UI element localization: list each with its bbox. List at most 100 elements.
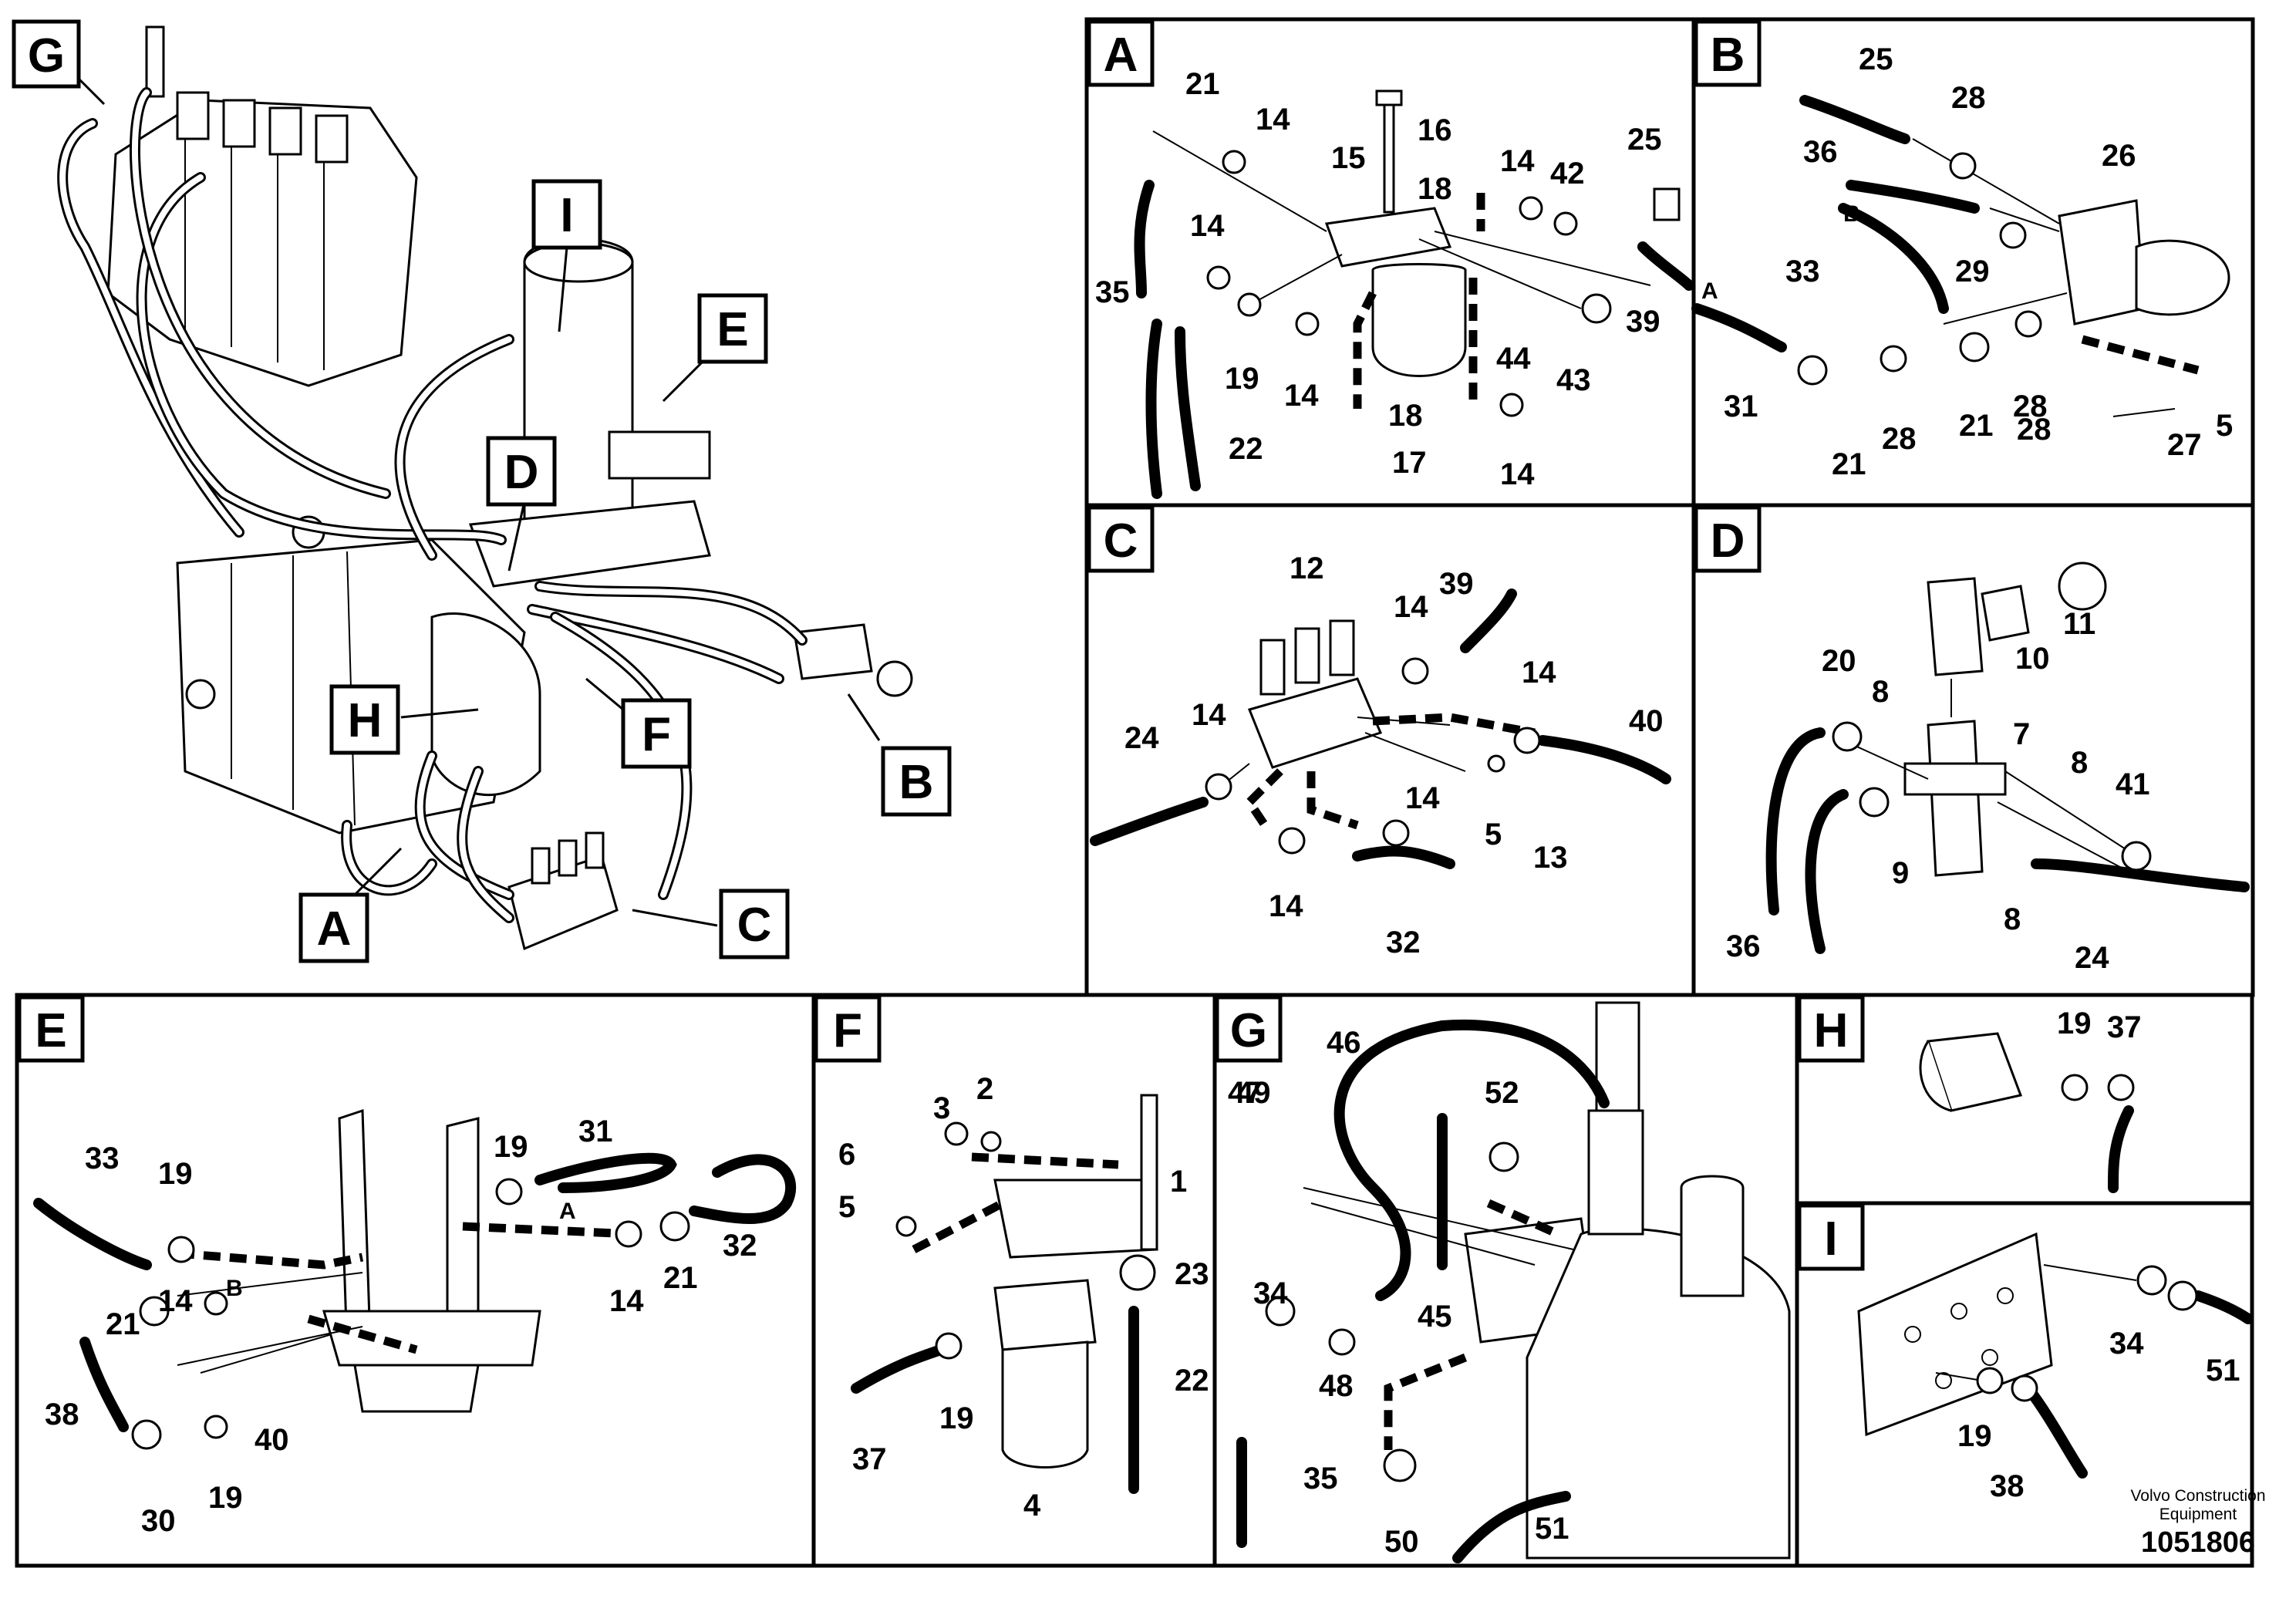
- panel-a-callout-14c: 14: [1190, 209, 1225, 243]
- panel-f-callout-19: 19: [939, 1401, 974, 1435]
- detail-panel-a: A 21 14 16 15 18 14 42 25 35 14 19 14: [1084, 17, 1696, 508]
- panel-f-callout-6: 6: [838, 1138, 855, 1172]
- panel-b-callout-21b: 21: [1959, 409, 1994, 443]
- panel-c-callout-39: 39: [1439, 567, 1474, 601]
- panel-a-callout-14d: 14: [1284, 379, 1319, 413]
- footer-brand-line2: Equipment: [2159, 1506, 2237, 1523]
- panel-f-callout-1: 1: [1170, 1165, 1187, 1199]
- panel-a-callout-14b: 14: [1500, 144, 1535, 178]
- panel-e-callout-21b: 21: [663, 1261, 698, 1295]
- panel-g-callout-51: 51: [1535, 1512, 1569, 1546]
- panel-f-callout-2: 2: [976, 1072, 993, 1106]
- footer-doc-number: 1051806: [2141, 1526, 2255, 1559]
- panel-a-callout-44: 44: [1496, 342, 1531, 376]
- overview-label-h: H: [329, 684, 400, 755]
- detail-panel-c: C 12 39 14 14 14 40 24 14 5 13 14 32: [1084, 503, 1696, 997]
- panel-f-callout-4: 4: [1023, 1489, 1041, 1523]
- panel-h-letter: H: [1814, 1004, 1849, 1057]
- panel-b-callout-31: 31: [1724, 389, 1758, 423]
- detail-panel-d: D 11 10 20 8 7 8 41 9 8 36 24: [1691, 503, 2255, 997]
- panel-d-callout-8: 8: [1872, 675, 1889, 709]
- panel-i-callout-19: 19: [1957, 1419, 1992, 1453]
- panel-e-callout-19c: 19: [208, 1481, 243, 1515]
- panel-a-callout-22: 22: [1229, 432, 1263, 466]
- panel-g-callout-45: 45: [1418, 1300, 1452, 1334]
- panel-e-callout-19: 19: [158, 1157, 193, 1191]
- panel-d-letter: D: [1711, 514, 1745, 568]
- panel-e-callout-40: 40: [255, 1423, 289, 1457]
- panel-e-callout-32: 32: [723, 1229, 757, 1263]
- overview-label-e: E: [697, 293, 768, 364]
- panel-a-letter: A: [1104, 29, 1138, 82]
- overview-label-f-text: F: [642, 708, 671, 761]
- panel-f-callout-22: 22: [1175, 1364, 1209, 1398]
- overview-label-b-text: B: [899, 756, 934, 809]
- overview-assembly: [57, 25, 913, 951]
- detail-panel-b: B 25 28 36 26 33 29 28 31 21 28 21 28 27…: [1691, 17, 2255, 508]
- panel-e-callout-30: 30: [141, 1504, 176, 1538]
- detail-panel-i: I 34 51 19 38 Volvo Construction Equipme…: [1795, 1201, 2266, 1568]
- overview-label-e-text: E: [716, 303, 748, 356]
- panel-a-callout-25: 25: [1627, 123, 1662, 157]
- panel-b-letter: B: [1711, 29, 1745, 82]
- overview-label-c-text: C: [737, 899, 772, 952]
- panel-c-callout-14e: 14: [1269, 889, 1303, 923]
- panel-g-callout-34: 34: [1253, 1276, 1288, 1310]
- panel-a-callout-43: 43: [1556, 363, 1591, 397]
- overview-label-g: G: [12, 19, 81, 89]
- panel-b-callout-5: 5: [2216, 409, 2233, 443]
- overview-label-g-text: G: [28, 29, 65, 83]
- panel-c-callout-32: 32: [1386, 926, 1421, 959]
- panel-a-callout-15: 15: [1331, 141, 1366, 175]
- panel-e-callout-14b: 14: [609, 1284, 644, 1318]
- panel-a-callout-17: 17: [1392, 446, 1427, 480]
- overview-label-b: B: [881, 746, 952, 817]
- panel-b-marker-b: B: [1843, 201, 1860, 227]
- overview-label-i-text: I: [560, 189, 573, 242]
- panel-d-callout-8b: 8: [2071, 746, 2088, 780]
- panel-a-callout-18: 18: [1418, 172, 1452, 206]
- panel-i-callout-51: 51: [2206, 1354, 2240, 1388]
- panel-b-callout-29: 29: [1955, 255, 1990, 288]
- detail-panel-e: E 31 33 19 19 32 14 21 21 14 38 40 30 19…: [15, 993, 816, 1568]
- panel-a-callout-16: 16: [1418, 113, 1452, 147]
- panel-i-callout-34: 34: [2109, 1327, 2144, 1361]
- panel-c-callout-14b: 14: [1522, 656, 1556, 690]
- panel-d-callout-20: 20: [1822, 644, 1856, 678]
- panel-e-callout-33: 33: [85, 1141, 120, 1175]
- panel-c-callout-40: 40: [1629, 704, 1664, 738]
- overview-label-a: A: [298, 892, 369, 963]
- panel-c-callout-14d: 14: [1405, 781, 1440, 815]
- panel-i-callout-38: 38: [1990, 1469, 2025, 1503]
- panel-h-callout-19: 19: [2057, 1007, 2092, 1040]
- panel-e-callout-14: 14: [158, 1284, 193, 1318]
- panel-d-callout-11: 11: [2063, 607, 2095, 641]
- panel-c-callout-14: 14: [1394, 590, 1428, 624]
- panel-a-callout-14: 14: [1256, 103, 1290, 137]
- panel-b-callout-26: 26: [2102, 139, 2136, 173]
- panel-d-callout-9: 9: [1892, 856, 1909, 890]
- panel-b-callout-27: 27: [2167, 428, 2202, 462]
- panel-g-letter: G: [1230, 1004, 1267, 1057]
- panel-b-callout-28b: 28: [2013, 389, 2048, 423]
- panel-f-callout-37: 37: [852, 1442, 887, 1476]
- overview-label-h-text: H: [348, 694, 383, 747]
- panel-d-callout-24: 24: [2075, 941, 2109, 975]
- panel-g-callout-50: 50: [1384, 1525, 1419, 1559]
- panel-b-callout-28d: 28: [2017, 413, 2052, 447]
- panel-d-callout-36: 36: [1726, 929, 1761, 963]
- panel-a-callout-14e: 14: [1500, 457, 1535, 491]
- panel-b-callout-28c: 28: [1882, 422, 1917, 456]
- detail-panel-g: G 49 46 47 52 34 45 48 35 50 51: [1212, 993, 1799, 1568]
- panel-a-callout-35: 35: [1095, 275, 1130, 309]
- panel-g-callout-49: 49: [1236, 1076, 1271, 1110]
- panel-c-callout-13: 13: [1533, 841, 1568, 875]
- panel-g-callout-47: 47: [1228, 1076, 1263, 1110]
- panel-a-callout-21: 21: [1185, 67, 1220, 101]
- panel-e-marker-b: B: [226, 1276, 243, 1301]
- panel-g-callout-48: 48: [1319, 1369, 1354, 1403]
- overview-label-d: D: [486, 436, 557, 507]
- overview-label-f: F: [621, 698, 692, 769]
- panel-c-letter: C: [1104, 514, 1138, 568]
